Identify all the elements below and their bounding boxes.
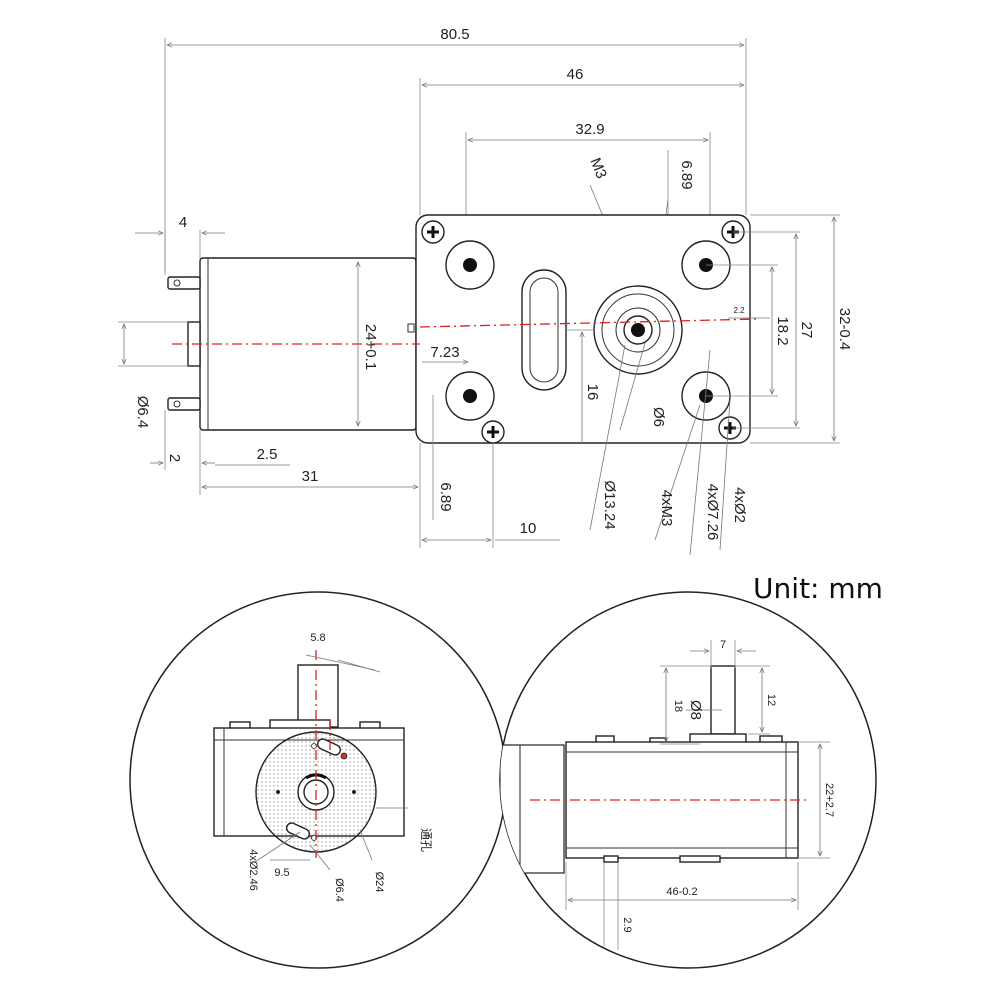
dim-27: 27 xyxy=(798,322,815,339)
terminal-top xyxy=(167,276,201,290)
dim-holes-m3: 4xM3 xyxy=(658,490,675,527)
output-boss xyxy=(593,285,683,375)
phillips-screw-icon xyxy=(718,416,742,440)
dim-holes-2-46: 4xØ2.46 xyxy=(247,849,259,891)
mounting-hole xyxy=(445,240,495,290)
dim-shaft-dia: Ø6.4 xyxy=(134,396,151,429)
output-shaft xyxy=(710,665,736,735)
phillips-screw-icon xyxy=(421,220,445,244)
dim-2-9: 2.9 xyxy=(621,917,633,932)
dim-5-8: 5.8 xyxy=(310,632,325,644)
dim-offset-top: 6.89 xyxy=(678,160,695,189)
end-view: 5.8 4xØ2.46 9.5 Ø6.4 Ø24 通孔 xyxy=(129,591,507,969)
dim-16: 16 xyxy=(584,384,601,401)
dim-2-2: 2.2 xyxy=(733,306,745,315)
dim-motor-dia: 24+0.1 xyxy=(362,324,379,370)
dim-shaft-8: Ø8 xyxy=(687,700,704,720)
gearbox-slot xyxy=(521,269,567,391)
dim-18: 18 xyxy=(672,700,684,712)
dim-offset-7-23: 7.23 xyxy=(430,344,459,361)
dim-18-2: 18.2 xyxy=(774,316,791,345)
dim-height-22: 22+2.7 xyxy=(823,783,835,817)
dim-holes-2: 4xØ2 xyxy=(731,487,748,523)
dim-gearbox-length: 46 xyxy=(567,66,584,83)
dim-boss-dia: Ø13.24 xyxy=(601,480,618,529)
dim-screw-m3: M3 xyxy=(586,155,610,181)
gearbox-side-body xyxy=(565,741,799,859)
side-view: 7 18 Ø8 12 22+2.7 46-0.2 2.9 xyxy=(499,591,877,969)
top-view: 80.5 46 32.9 M3 6.89 4 xyxy=(118,26,853,556)
gearbox-housing xyxy=(415,214,751,444)
dim-2-5: 2.5 xyxy=(257,446,278,463)
dim-9-5: 9.5 xyxy=(274,867,289,879)
dim-dia-24: Ø24 xyxy=(373,872,385,893)
dim-2: 2 xyxy=(166,454,183,462)
dim-dia-6-4: Ø6.4 xyxy=(333,878,345,902)
dim-motor-length: 31 xyxy=(302,468,319,485)
dim-height-32: 32-0.4 xyxy=(836,308,853,351)
mounting-hole xyxy=(445,371,495,421)
dim-10: 10 xyxy=(520,520,537,537)
center-line xyxy=(419,318,759,328)
dim-holes-7-26: 4xØ7.26 xyxy=(704,484,721,541)
vent-hole-label: 通孔 xyxy=(419,828,433,852)
dim-12: 12 xyxy=(765,694,777,706)
dim-offset-bottom: 6.89 xyxy=(437,482,454,511)
dim-shaft-6: Ø6 xyxy=(650,407,667,427)
dim-terminal: 4 xyxy=(179,214,187,231)
terminal-bottom xyxy=(167,397,201,411)
dim-overall-length: 80.5 xyxy=(440,26,469,43)
dim-7: 7 xyxy=(720,639,726,651)
dim-length-46: 46-0.2 xyxy=(666,886,697,898)
unit-label: Unit: mm xyxy=(753,572,883,605)
dim-hole-spacing: 32.9 xyxy=(575,121,604,138)
phillips-screw-icon xyxy=(481,420,505,444)
